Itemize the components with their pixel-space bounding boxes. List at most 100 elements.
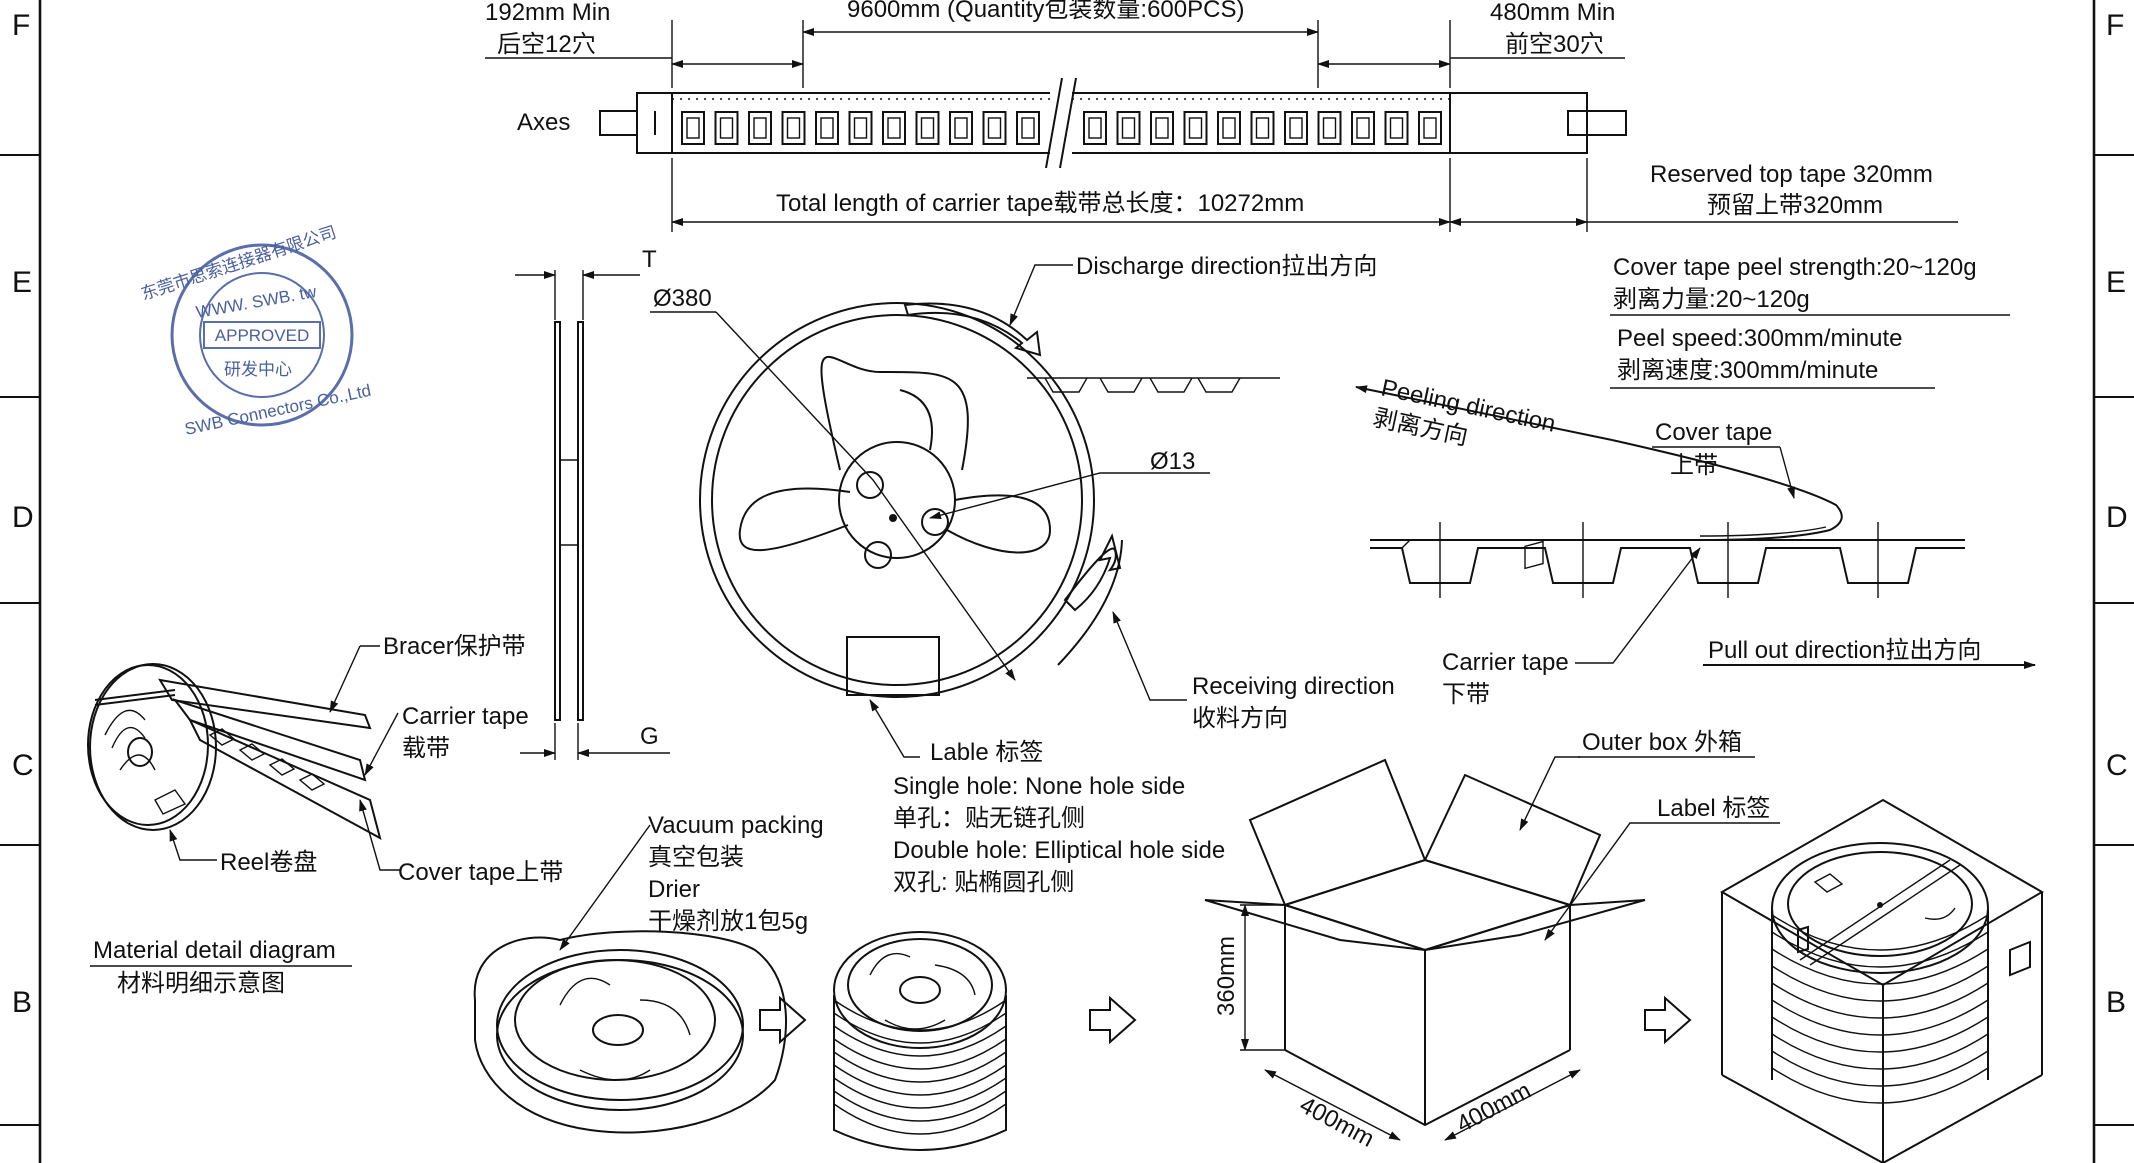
tape-pocket-inner (954, 117, 968, 139)
vacuum-cn: 真空包装 (648, 844, 744, 871)
stack-ring (833, 1077, 1007, 1109)
peel-strength-en: Cover tape peel strength:20~120g (1613, 254, 1977, 281)
tape-pocket-inner (1155, 117, 1169, 139)
box-reel-ring (1771, 999, 1989, 1036)
tape-pocket-inner (887, 117, 901, 139)
peel-speed-en: Peel speed:300mm/minute (1617, 325, 1903, 352)
zone-left-c: C (12, 749, 34, 782)
vacuum-en: Vacuum packing (648, 812, 824, 839)
tape-pocket-inner (1088, 117, 1102, 139)
zone-right-b: B (2106, 986, 2126, 1019)
tape-pocket (982, 111, 1007, 145)
tape-pocket (1016, 111, 1040, 145)
carrier-tape-strip: Axes 192mm Min 后空12穴 9600mm (Quantity包装数… (485, 0, 1958, 232)
tape-pocket (1083, 111, 1107, 145)
peel-diagram: Peeling direction 剥离方向 Cover tape 上带 Car… (1355, 374, 2036, 708)
outer-box: 360mm 400mm 400mm Outer box 外箱 Label 标签 (1204, 540, 1780, 1153)
tape-pocket (1183, 111, 1208, 145)
stack-ring (833, 1090, 1007, 1122)
reel-side-view: T G (515, 246, 670, 760)
material-detail-diagram: Bracer保护带 Carrier tape 载带 Reel卷盘 Cover t… (87, 633, 563, 997)
quantity-label: 9600mm (Quantity包装数量:600PCS) (847, 0, 1244, 23)
box-reel-ring (1771, 1067, 1989, 1104)
tape-pocket-inner (1389, 117, 1404, 139)
peel-specs: Cover tape peel strength:20~120g 剥离力量:20… (1610, 254, 2010, 389)
stamp-url: WWW. SWB. tw (195, 282, 319, 322)
step-arrow-1 (759, 995, 807, 1045)
tape-pocket (681, 111, 705, 145)
approval-stamp: WWW. SWB. tw APPROVED 研发中心 东莞市思索连接器有限公司 … (139, 223, 373, 439)
tape-pocket-inner (1255, 117, 1270, 139)
tape-pocket (1116, 111, 1141, 145)
stack-ring (833, 1064, 1007, 1096)
zone-right-d: D (2106, 501, 2128, 534)
cover-tape-en: Cover tape (1655, 419, 1772, 446)
material-title-cn: 材料明细示意图 (117, 970, 285, 997)
tape-pocket (1250, 111, 1275, 145)
box-reel-ring (1771, 948, 1989, 985)
stack-ring (833, 1025, 1007, 1057)
pull-out-label: Pull out direction拉出方向 (1708, 637, 1981, 664)
carrier-tape-cn: 下带 (1442, 681, 1490, 708)
stack-ring (833, 1012, 1007, 1044)
zone-left-f: F (12, 9, 30, 42)
tape-pocket-inner (1356, 117, 1370, 139)
dia-380-label: Ø380 (653, 285, 712, 312)
material-carrier-en: Carrier tape (402, 703, 529, 730)
tape-pocket-inner (987, 117, 1002, 139)
vacuum-packing-step: Vacuum packing 真空包装 Drier 干燥剂放1包5g (473, 812, 824, 1134)
stack-ring (833, 1051, 1007, 1083)
material-carrier-cn: 载带 (402, 735, 450, 762)
receiving-cn-label: 收料方向 (1192, 705, 1288, 732)
zone-left-d: D (12, 501, 34, 534)
stacked-reels (833, 931, 1137, 1151)
peel-speed-cn: 剥离速度:300mm/minute (1617, 357, 1878, 384)
front-min-label: 480mm Min (1490, 0, 1615, 26)
step-arrow-2 (1089, 995, 1137, 1045)
stamp-approved: APPROVED (215, 326, 309, 345)
zone-right-c: C (2106, 749, 2128, 782)
tape-pocket (1351, 111, 1375, 145)
tape-pocket-inner (719, 117, 734, 139)
single-hole-en: Single hole: None hole side (893, 773, 1185, 800)
double-hole-cn: 双孔: 贴椭圆孔侧 (893, 869, 1074, 896)
total-length-label: Total length of carrier tape载带总长度：10272m… (776, 190, 1304, 217)
box-reel-ring (1771, 1016, 1989, 1053)
tape-pocket (1418, 111, 1442, 145)
dim-t-label: T (642, 246, 657, 273)
bracer-label: Bracer保护带 (383, 633, 526, 660)
reserved-cn-label: 预留上带320mm (1707, 192, 1883, 219)
box-height-label: 360mm (1213, 936, 1240, 1016)
rear-empty-label: 后空12穴 (497, 31, 596, 58)
double-hole-en: Double hole: Elliptical hole side (893, 837, 1225, 864)
tape-pocket-inner (920, 117, 935, 139)
step-arrow-3 (1644, 995, 1692, 1045)
single-hole-cn: 单孔：贴无链孔侧 (893, 805, 1085, 832)
tape-pocket (915, 111, 940, 145)
zone-left-b: B (12, 986, 32, 1019)
material-reel-label: Reel卷盘 (220, 849, 317, 876)
box-width1-label: 400mm (1295, 1091, 1378, 1152)
tape-pocket-inner (1121, 117, 1136, 139)
box-width2-label: 400mm (1452, 1077, 1535, 1138)
stack-ring (833, 1038, 1007, 1070)
tape-pocket (848, 111, 873, 145)
dim-g-label: G (640, 723, 659, 750)
tape-pocket (1284, 111, 1308, 145)
tape-pocket (714, 111, 739, 145)
tape-pocket (1384, 111, 1409, 145)
tape-pocket-inner (753, 117, 767, 139)
zone-right-e: E (2106, 266, 2126, 299)
zone-right-f: F (2106, 9, 2124, 42)
tape-pocket-inner (1322, 117, 1337, 139)
discharge-label: Discharge direction拉出方向 (1076, 253, 1377, 280)
tape-pocket-inner (820, 117, 834, 139)
tape-pocket-inner (1222, 117, 1236, 139)
tape-pocket-inner (1021, 117, 1035, 139)
box-reel-ring (1771, 1050, 1989, 1087)
stack-ring (833, 1103, 1007, 1135)
zone-left-e: E (12, 266, 32, 299)
tape-pocket (781, 111, 806, 145)
tape-pocket-inner (686, 117, 700, 139)
